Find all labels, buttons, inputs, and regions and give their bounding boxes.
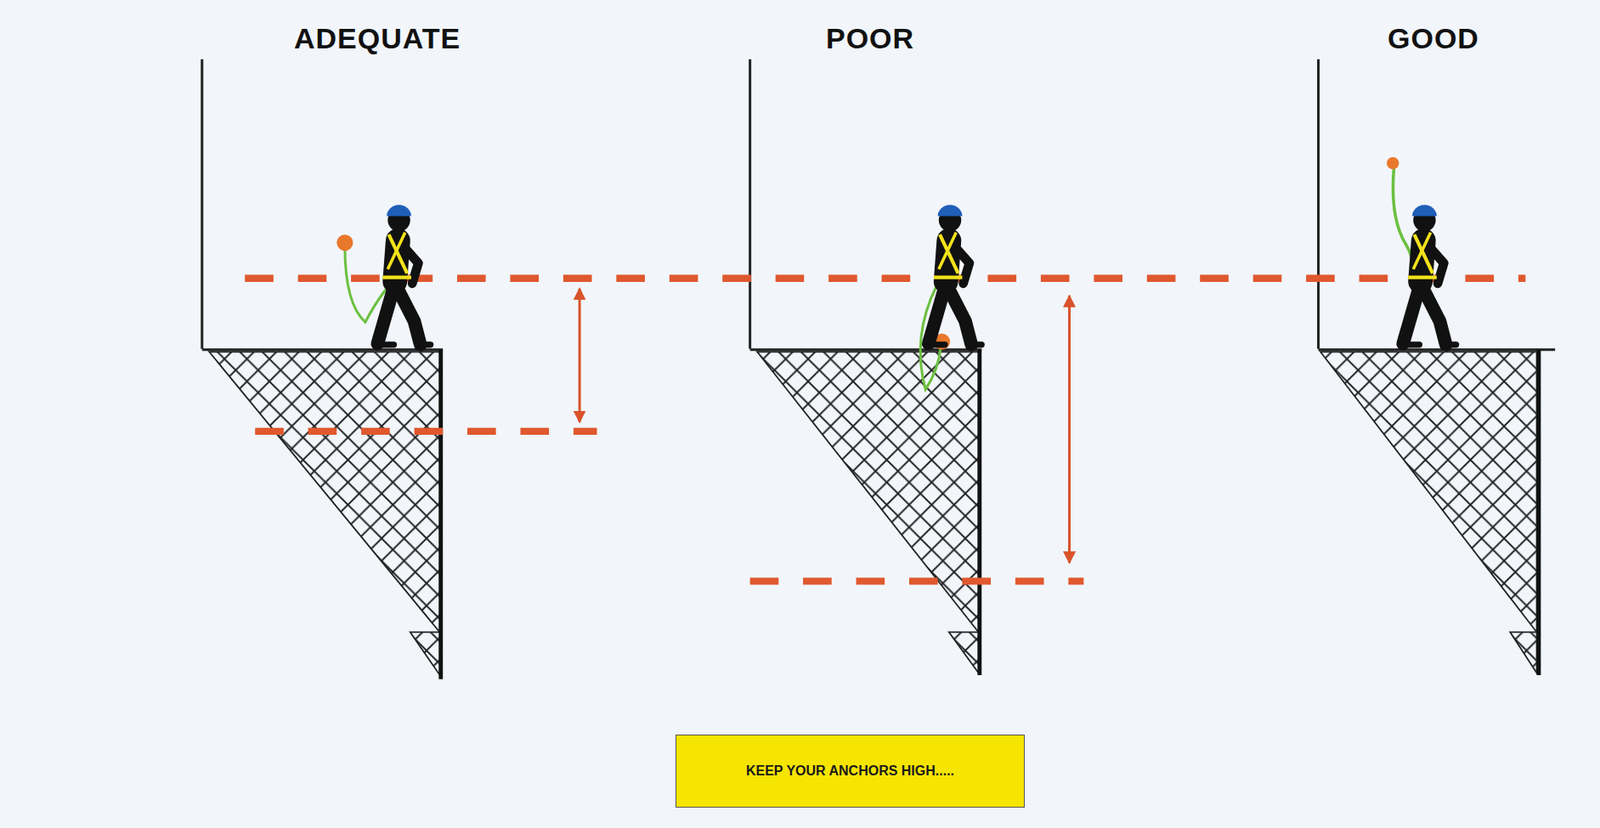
panel-heading: GOOD [1387,22,1480,56]
slogan-text: KEEP YOUR ANCHORS HIGH..... [746,763,955,780]
panel-heading: ADEQUATE [293,22,461,56]
panel-heading: POOR [825,22,915,56]
slogan-box: KEEP YOUR ANCHORS HIGH..... [675,734,1025,809]
